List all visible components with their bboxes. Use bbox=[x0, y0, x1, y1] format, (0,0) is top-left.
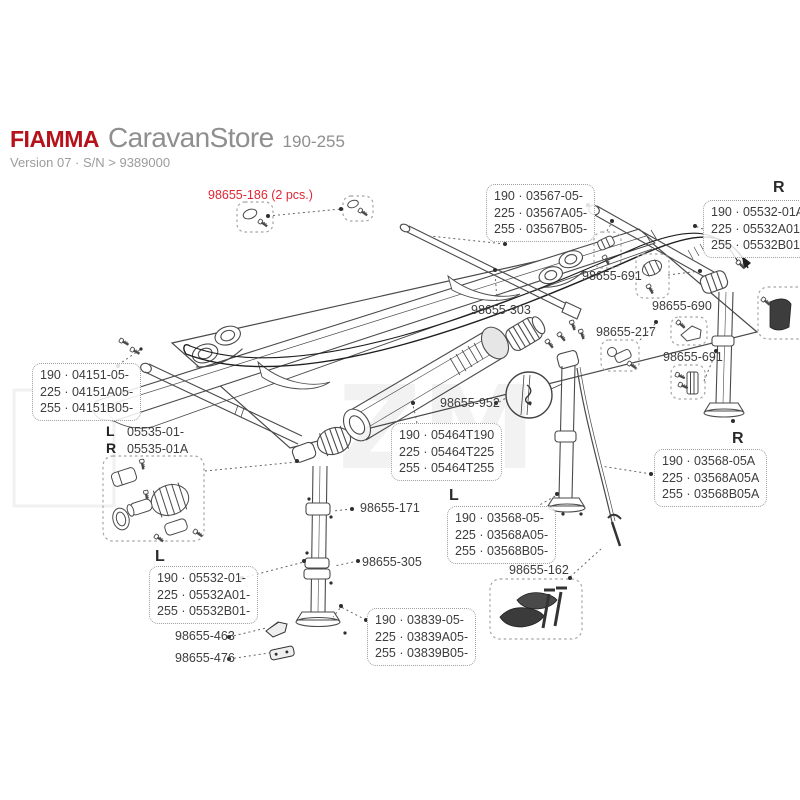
kit-box-691-mid bbox=[670, 364, 706, 400]
end-coupler bbox=[505, 316, 546, 351]
magnifier-detail bbox=[505, 371, 563, 419]
product-name: CaravanStore bbox=[107, 122, 274, 153]
watermark: ZM bbox=[338, 362, 536, 496]
awning-clip-476 bbox=[269, 645, 295, 661]
kit-parts bbox=[110, 199, 702, 545]
awning-bag bbox=[92, 228, 656, 429]
canopy-fabric bbox=[170, 236, 759, 449]
header: FIAMMA CaravanStore 190-255 Version 07 ·… bbox=[10, 122, 345, 170]
title-line: FIAMMA CaravanStore 190-255 bbox=[10, 122, 345, 154]
kit-box-05535 bbox=[102, 455, 205, 542]
kit-box-186-b bbox=[342, 195, 374, 222]
right-leg bbox=[699, 258, 748, 418]
size-range: 190-255 bbox=[282, 132, 345, 151]
wall-bracket-dark bbox=[759, 295, 792, 331]
awning-clip-463 bbox=[265, 621, 288, 638]
kit-box-691-top bbox=[593, 231, 622, 269]
left-leg bbox=[291, 425, 352, 628]
left-arm bbox=[117, 336, 303, 445]
version-line: Version 07 · S/N > 9389000 bbox=[10, 155, 171, 170]
rafter-rod bbox=[399, 223, 587, 342]
tie-down-cord bbox=[576, 366, 622, 547]
kit-box-690 bbox=[635, 253, 670, 299]
kit-box-corner bbox=[670, 316, 708, 346]
center-pole bbox=[543, 330, 586, 513]
kit-box-217 bbox=[600, 339, 640, 372]
hardware-kit-boxes bbox=[102, 195, 800, 640]
roller-tube bbox=[342, 316, 546, 442]
tie-down-kit-parts bbox=[499, 586, 567, 629]
kit-box-186-a bbox=[236, 201, 274, 233]
brand-logo: FIAMMA bbox=[10, 126, 99, 152]
kit-box-right-edge bbox=[757, 286, 800, 340]
